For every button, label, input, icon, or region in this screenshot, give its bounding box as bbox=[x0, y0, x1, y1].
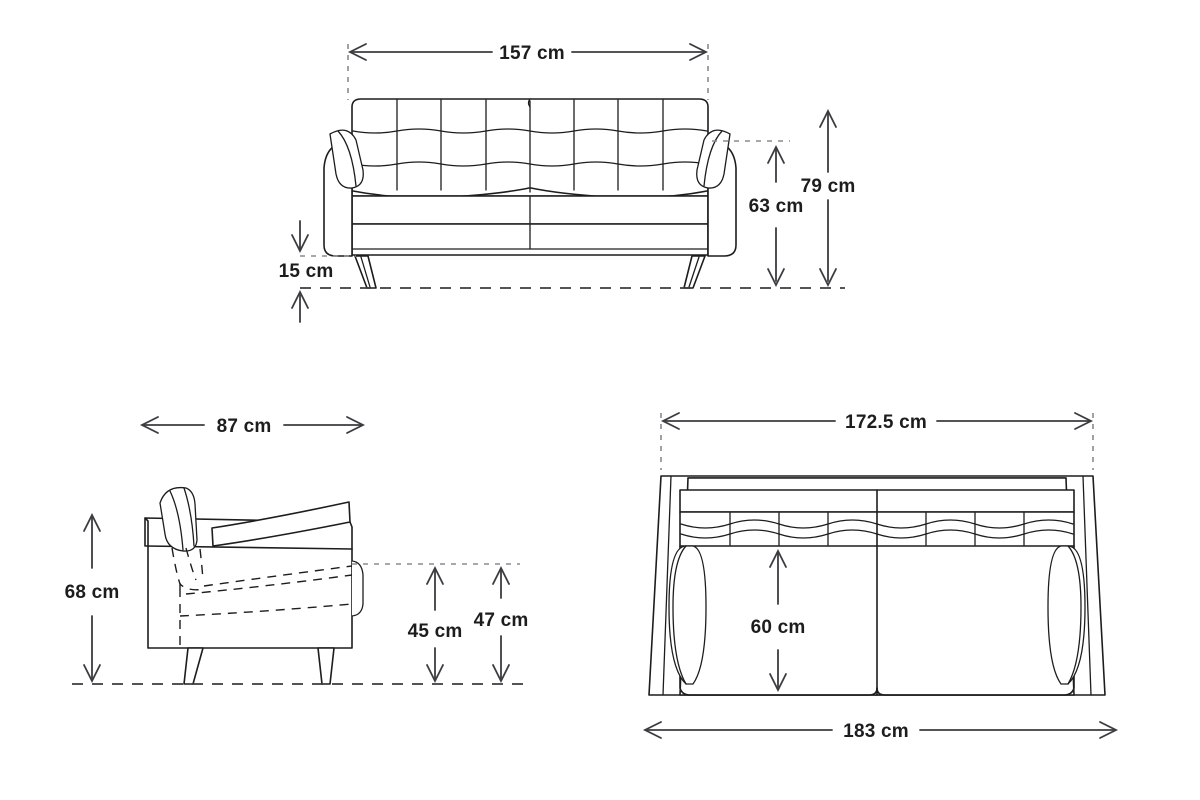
top-seat-depth-label: 60 cm bbox=[751, 617, 806, 638]
side-total-height-label: 68 cm bbox=[65, 582, 120, 603]
side-back-leg bbox=[317, 647, 335, 685]
top-sofa-body bbox=[648, 475, 1106, 696]
side-armrest-top bbox=[211, 501, 351, 547]
front-right-bolster-seam bbox=[703, 130, 723, 187]
front-backrest-tufting-horizontal bbox=[352, 128, 708, 167]
top-left-bolster-seam bbox=[672, 545, 687, 685]
top-backrest-quilt-dividers bbox=[729, 512, 1025, 546]
front-back-height-label: 63 cm bbox=[749, 196, 804, 217]
side-front-flange bbox=[351, 560, 364, 617]
top-plan-view: 172.5 cm bbox=[642, 412, 1119, 742]
top-right-bolster bbox=[1047, 545, 1086, 685]
side-seat-outer-label: 47 cm bbox=[474, 610, 529, 631]
side-back-pillow-seam-b bbox=[183, 487, 195, 547]
side-depth-label: 87 cm bbox=[217, 416, 272, 437]
top-outer-width-dimension: 183 cm bbox=[642, 721, 1119, 742]
front-total-height-label: 79 cm bbox=[801, 176, 856, 197]
front-clearance-label: 15 cm bbox=[279, 261, 334, 282]
side-depth-dimension: 87 cm bbox=[139, 416, 366, 437]
front-width-dimension: 157 cm bbox=[347, 43, 709, 64]
side-elevation-view: 87 cm bbox=[65, 416, 530, 685]
side-front-leg bbox=[183, 647, 204, 685]
front-backrest-tufting-vertical bbox=[396, 99, 664, 193]
side-total-height-dimension: 68 cm bbox=[65, 512, 120, 684]
side-seat-inner-dimension: 45 cm bbox=[408, 565, 463, 684]
side-hidden-construction-lines bbox=[171, 547, 353, 648]
side-back-pillow-seam-a bbox=[169, 490, 184, 551]
top-left-seat-pad bbox=[679, 545, 878, 696]
front-back-height-dimension: 63 cm bbox=[749, 144, 804, 288]
front-elevation-view: 157 cm bbox=[279, 43, 856, 323]
top-right-outer-edge bbox=[1082, 475, 1092, 696]
top-right-seat-pad bbox=[876, 545, 1075, 696]
front-right-leg-seam bbox=[688, 256, 700, 288]
front-width-label: 157 cm bbox=[499, 43, 565, 64]
top-left-outer-edge bbox=[662, 475, 672, 696]
front-total-height-dimension: 79 cm bbox=[801, 108, 856, 288]
side-sofa-body bbox=[144, 486, 364, 685]
front-left-bolster-seam bbox=[337, 130, 357, 187]
front-sofa-body bbox=[323, 98, 737, 289]
side-seat-inner-label: 45 cm bbox=[408, 621, 463, 642]
front-backrest-centre-notch bbox=[527, 98, 531, 108]
front-clearance-dimension: 15 cm bbox=[279, 220, 334, 323]
top-right-bolster-seam bbox=[1067, 545, 1082, 685]
top-left-bolster bbox=[668, 545, 707, 685]
side-seat-outer-dimension: 47 cm bbox=[474, 565, 529, 684]
front-left-leg-seam bbox=[360, 256, 371, 288]
top-outer-width-label: 183 cm bbox=[843, 721, 909, 742]
top-inner-width-dimension: 172.5 cm bbox=[660, 412, 1094, 433]
top-inner-width-label: 172.5 cm bbox=[845, 412, 927, 433]
top-seat-depth-dimension: 60 cm bbox=[751, 548, 806, 693]
